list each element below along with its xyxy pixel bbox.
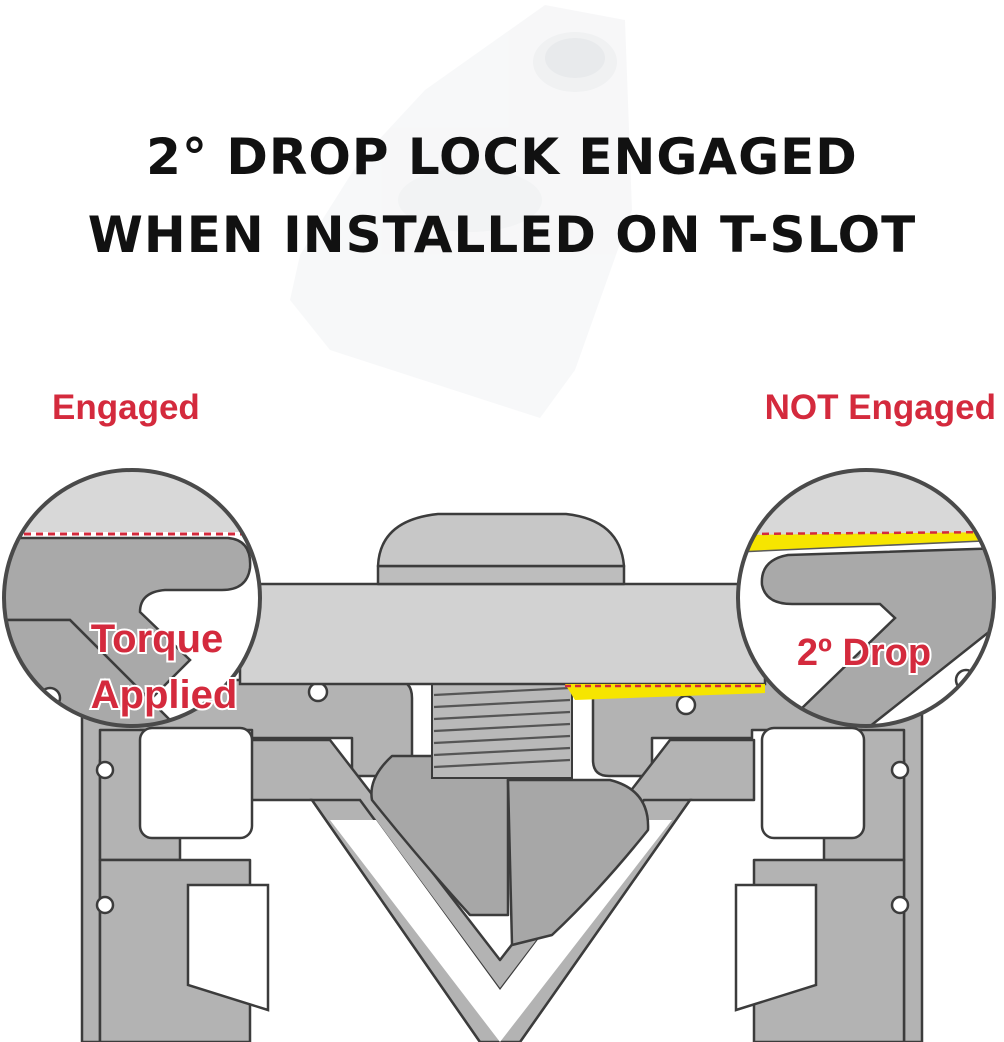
- background-tnut-ghost: [290, 5, 632, 418]
- torque-callout-line2: Applied: [91, 673, 238, 717]
- mounting-plate: [238, 582, 767, 686]
- headline-line-2: WHEN INSTALLED ON T-SLOT: [87, 206, 917, 264]
- drop-callout: 2º Drop: [797, 632, 931, 674]
- bolt-head: [376, 512, 626, 586]
- not-engaged-label: NOT Engaged: [764, 388, 996, 427]
- engaged-label: Engaged: [52, 388, 200, 427]
- t-nut: [370, 754, 650, 947]
- bolt-shank: [431, 682, 573, 779]
- torque-callout-line1: Torque: [91, 617, 224, 661]
- not-engaged-zoom-circle: [736, 468, 996, 728]
- headline-line-1: 2° DROP LOCK ENGAGED: [146, 128, 858, 186]
- drop-gap-highlight: [565, 684, 765, 700]
